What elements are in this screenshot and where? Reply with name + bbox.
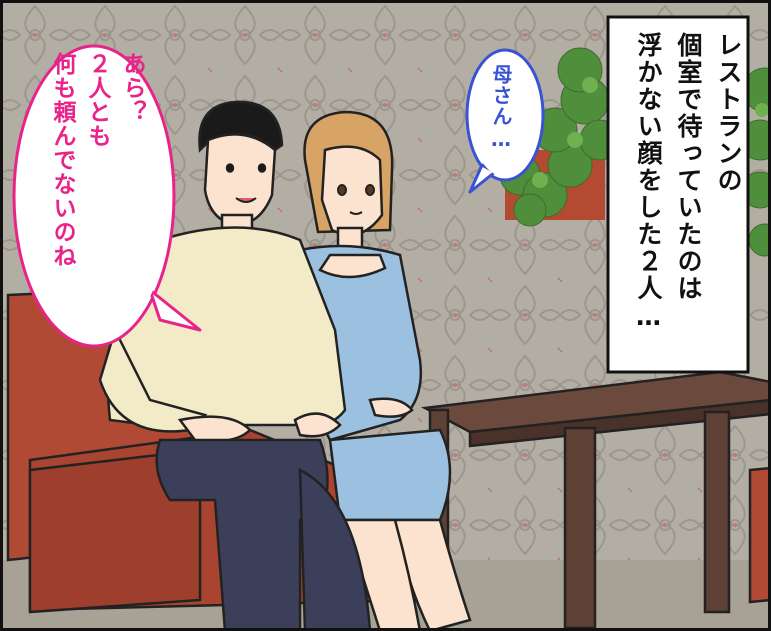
ara-line-2: ２人とも (84, 52, 110, 148)
man-character (98, 100, 372, 631)
narration-box (606, 15, 750, 374)
speech-bubble-ara (12, 44, 202, 348)
table (420, 370, 771, 630)
speech-text-mom: 母さん… (489, 64, 513, 152)
speech-text-ara: あら？ ２人とも 何も頼んでないのね (44, 52, 149, 268)
narration-line-3: 浮かない顔をした２人… (634, 32, 663, 333)
ara-line-1: あら？ (119, 52, 145, 124)
narration-line-1: レストランの (714, 32, 743, 194)
speech-bubble-mom (465, 48, 545, 194)
narration-text: レストランの 個室で待っていたのは 浮かない顔をした２人… (628, 32, 748, 372)
ara-line-3: 何も頼んでないのね (49, 52, 75, 268)
narration-line-2: 個室で待っていたのは (674, 32, 703, 302)
